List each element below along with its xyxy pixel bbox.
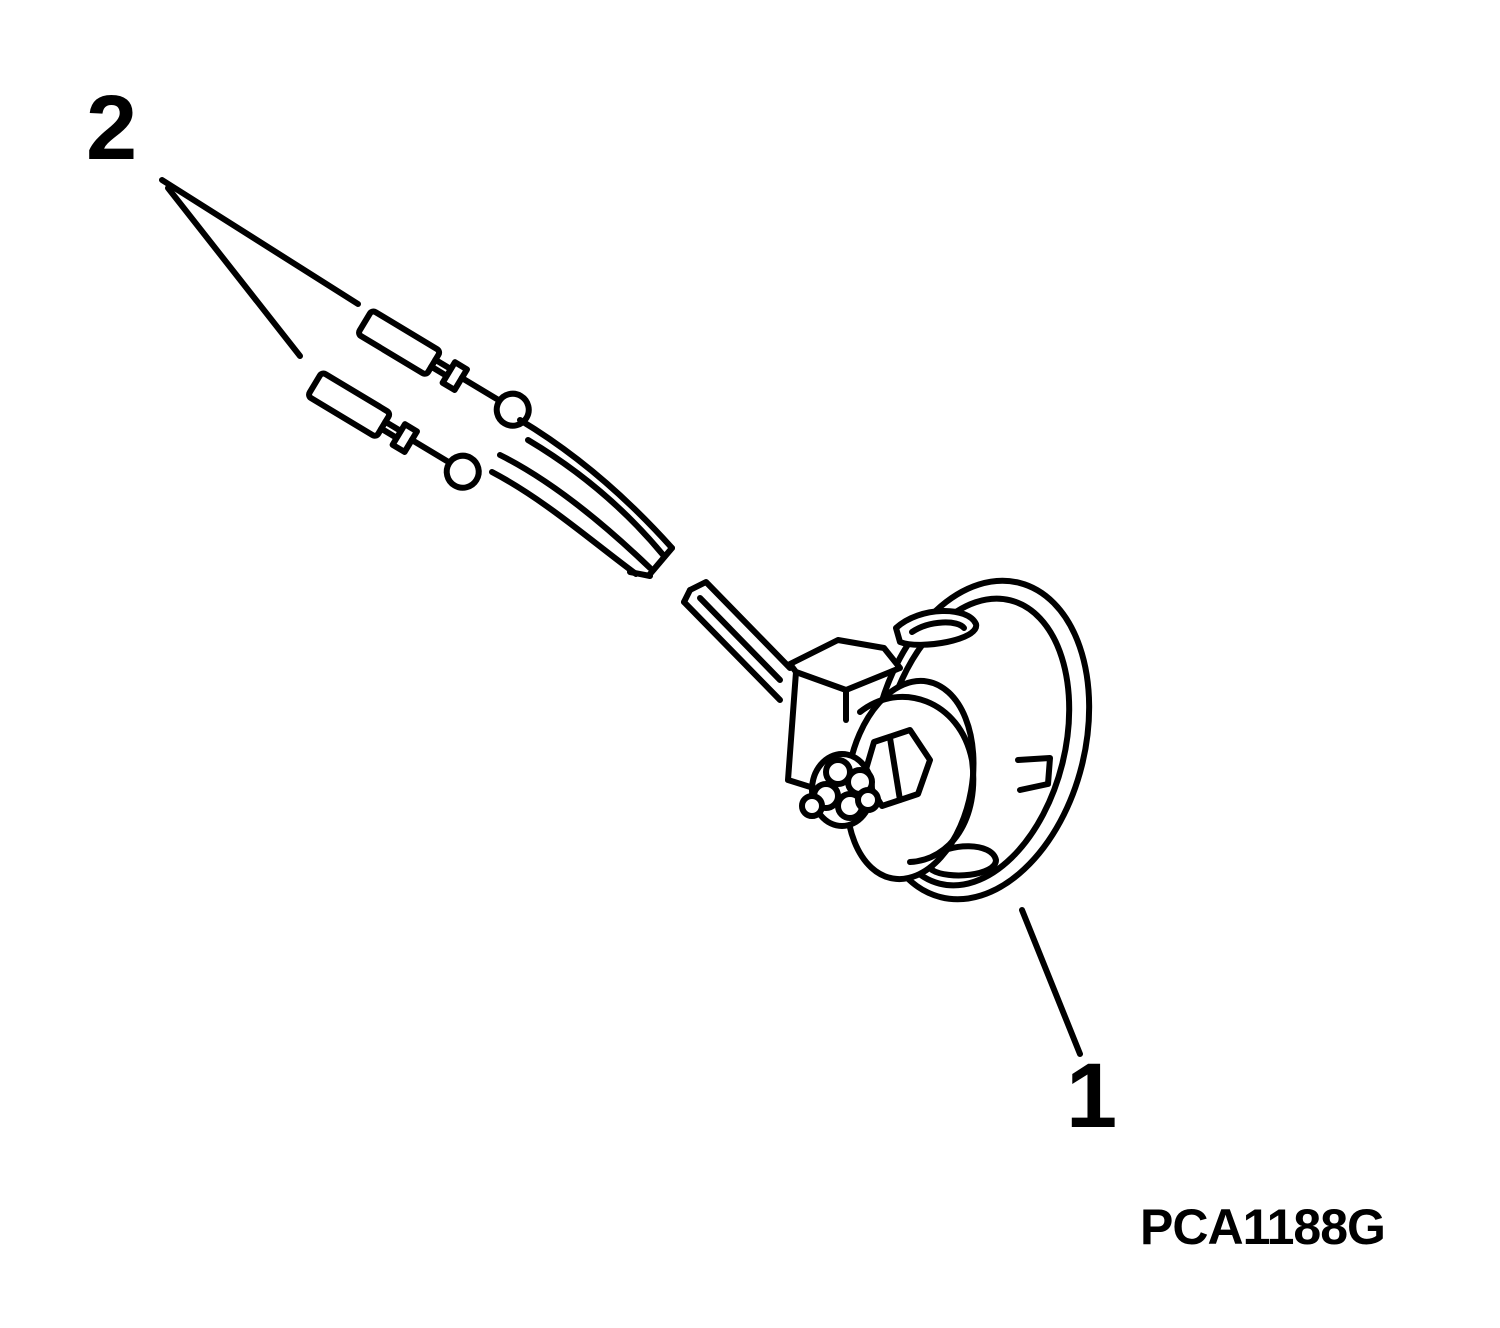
wire-terminals <box>307 307 535 493</box>
callout-item-1: 1 <box>1066 1045 1118 1147</box>
terminal-upper <box>357 307 535 431</box>
leader-lines-2 <box>162 180 358 356</box>
sensor-assembly <box>788 557 1121 922</box>
leader-line-1 <box>1022 910 1080 1054</box>
figure-id-label: PCA1188G <box>1140 1199 1386 1255</box>
terminal-lower <box>307 369 485 493</box>
callout-item-2: 2 <box>86 77 138 179</box>
wire-harness <box>492 420 672 576</box>
wire-stub <box>684 582 790 700</box>
